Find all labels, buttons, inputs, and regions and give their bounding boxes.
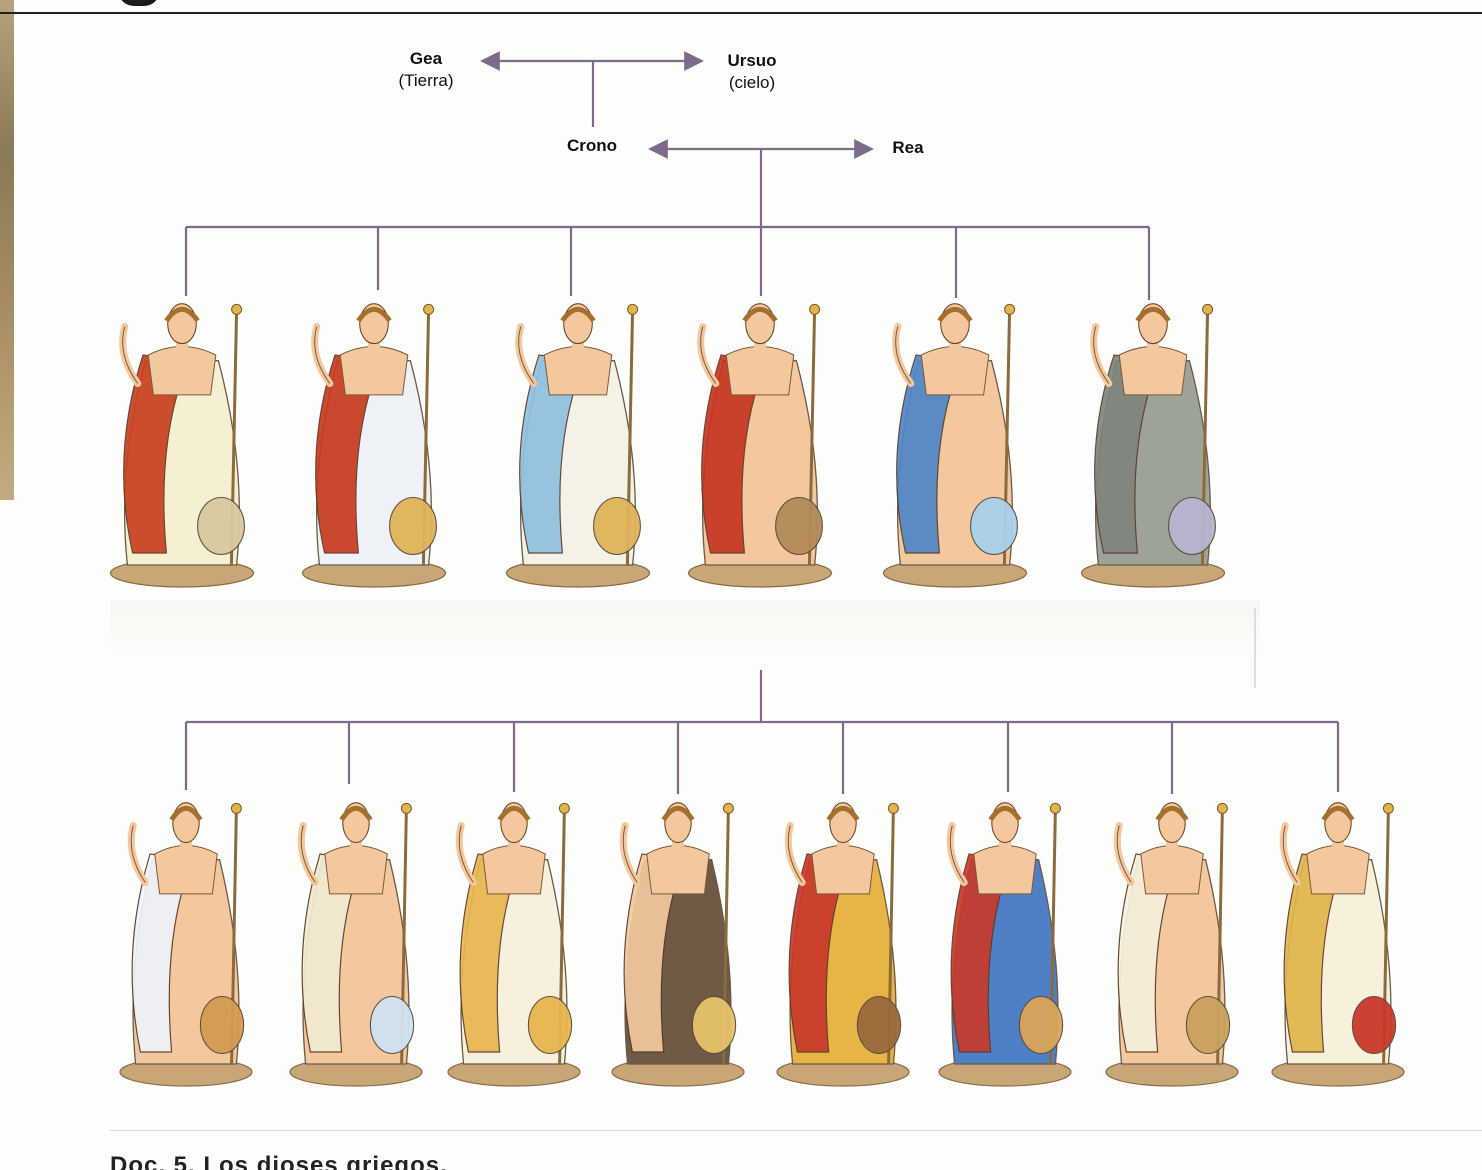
god-with-cerberus-icon bbox=[1080, 303, 1226, 588]
parent-rea-label: Rea bbox=[878, 137, 938, 159]
god-with-shield-spear-icon bbox=[776, 802, 910, 1087]
top-rule bbox=[0, 0, 1482, 14]
goddess-with-bow-icon bbox=[938, 802, 1072, 1087]
goddess-with-veil-icon bbox=[505, 303, 651, 588]
god-with-caduceus-icon bbox=[289, 802, 423, 1087]
gea-name: Gea bbox=[409, 49, 443, 68]
urano-name: Ursuo bbox=[727, 51, 777, 70]
goddess-with-wheat-icon bbox=[301, 303, 447, 588]
god-with-trident-icon bbox=[882, 303, 1028, 588]
goddess-with-drape-icon bbox=[447, 802, 581, 1087]
goddess-with-peacock-icon bbox=[109, 303, 255, 588]
urano-subtitle: (cielo) bbox=[728, 73, 776, 92]
heading-fragment bbox=[118, 0, 160, 6]
rea-name: Rea bbox=[892, 138, 924, 157]
gea-subtitle: (Tierra) bbox=[398, 71, 454, 90]
god-with-wine-horn-icon bbox=[119, 802, 253, 1087]
god-with-thunderbolts-icon bbox=[687, 303, 833, 588]
goddess-with-owl-helmet-icon bbox=[1271, 802, 1405, 1087]
parent-urano-label: Ursuo (cielo) bbox=[702, 50, 802, 94]
crono-name: Crono bbox=[566, 136, 618, 155]
parent-gea-label: Gea (Tierra) bbox=[376, 48, 476, 92]
page-edge-photo bbox=[0, 0, 14, 500]
crease-line bbox=[1254, 608, 1256, 688]
figure-caption: Doc. 5. Los dioses griegos. bbox=[110, 1152, 448, 1170]
god-with-hammer-icon bbox=[611, 802, 745, 1087]
section-divider bbox=[110, 600, 1260, 660]
parent-crono-label: Crono bbox=[550, 135, 634, 157]
bottom-rule bbox=[110, 1130, 1482, 1131]
god-with-laurel-icon bbox=[1105, 802, 1239, 1087]
